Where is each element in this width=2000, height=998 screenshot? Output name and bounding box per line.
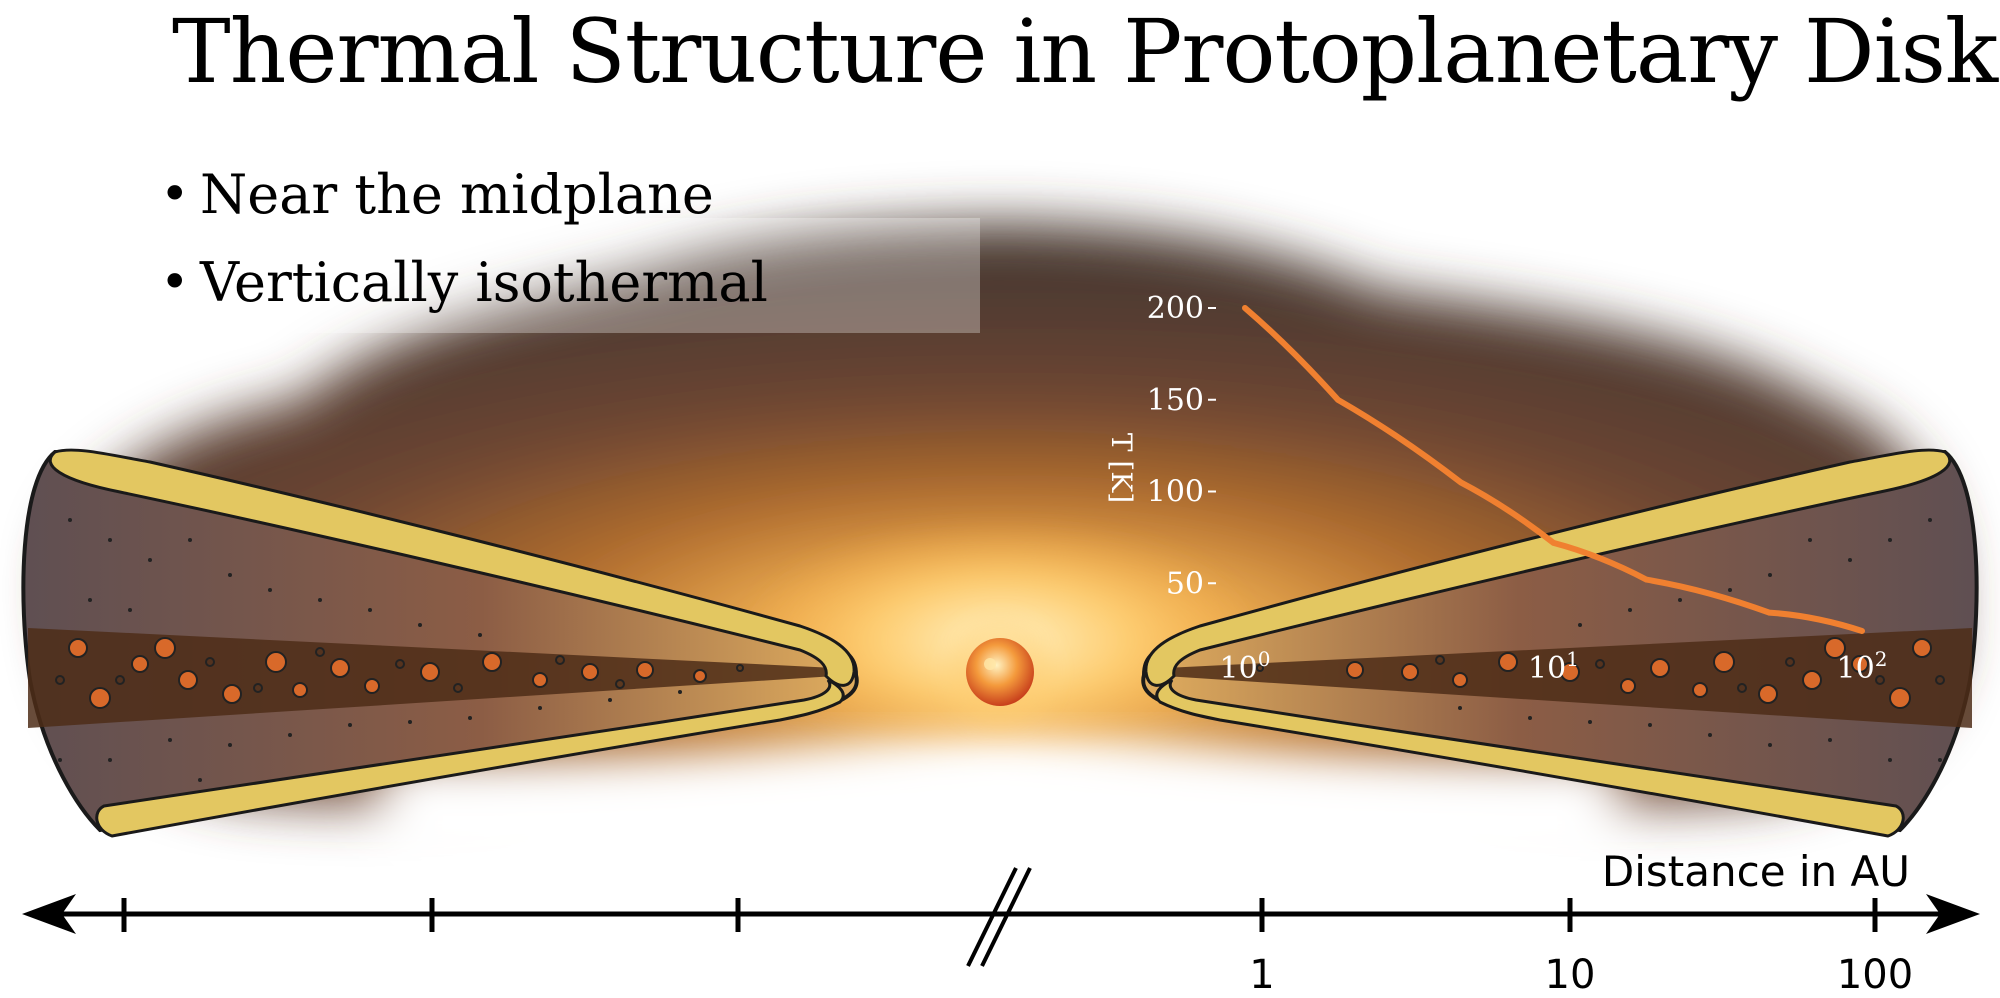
- distance-axis: Distance in AU 1 10 100: [22, 847, 1980, 998]
- bullet-item: • Near the midplane: [160, 150, 980, 238]
- temperature-x-tick-label: 100: [1220, 647, 1271, 686]
- temperature-x-ticks: 100 101 102: [1220, 647, 1888, 686]
- bullet-text: Vertically isothermal: [200, 250, 768, 314]
- right-small-dust: [1458, 518, 1942, 762]
- slide-title: Thermal Structure in Protoplanetary Disk…: [172, 0, 2000, 103]
- temperature-plot: 50 100 150 200 100 101 102 T [K]: [1105, 291, 1887, 686]
- right-disk: [1141, 448, 1979, 838]
- bullet-dot-icon: •: [160, 253, 190, 311]
- temperature-axis-label: T [K]: [1105, 433, 1138, 503]
- distance-tick-label-100: 100: [1837, 952, 1913, 998]
- bullet-list: • Near the midplane • Vertically isother…: [160, 150, 980, 326]
- distance-tick-label-10: 10: [1545, 952, 1596, 998]
- left-arrowhead-icon: [22, 894, 76, 934]
- left-dust-grains: [55, 637, 744, 709]
- right-disk-upper-rim: [1144, 448, 1952, 687]
- axis-break-mark-1: [966, 867, 1018, 967]
- bullet-dot-icon: •: [160, 165, 190, 223]
- left-disk-upper-rim: [48, 448, 856, 687]
- temperature-y-tick-label: 50: [1166, 566, 1204, 601]
- distance-axis-label: Distance in AU: [1602, 847, 1910, 896]
- temperature-y-ticks: 50 100 150 200: [1147, 291, 1216, 601]
- bullet-item: • Vertically isothermal: [160, 238, 980, 326]
- temperature-curve: [1242, 305, 1865, 634]
- right-disk-lower-rim: [1155, 678, 1905, 838]
- bullet-text: Near the midplane: [200, 162, 714, 226]
- temperature-x-tick-label: 102: [1837, 647, 1888, 686]
- bullet-backdrop: [160, 218, 980, 333]
- right-arrowhead-icon: [1926, 894, 1980, 934]
- distance-tick-label-1: 1: [1249, 952, 1274, 998]
- temperature-y-tick-label: 150: [1147, 383, 1204, 418]
- left-disk-lower-rim: [95, 678, 845, 838]
- axis-break-mark-2: [980, 867, 1032, 967]
- left-disk: [21, 448, 859, 838]
- right-dust-grains: [1256, 637, 1945, 709]
- central-star: [948, 620, 1052, 724]
- temperature-y-tick-label: 100: [1147, 475, 1204, 510]
- left-small-dust: [58, 518, 682, 782]
- temperature-y-tick-label: 200: [1147, 291, 1204, 326]
- temperature-x-tick-label: 101: [1528, 647, 1579, 686]
